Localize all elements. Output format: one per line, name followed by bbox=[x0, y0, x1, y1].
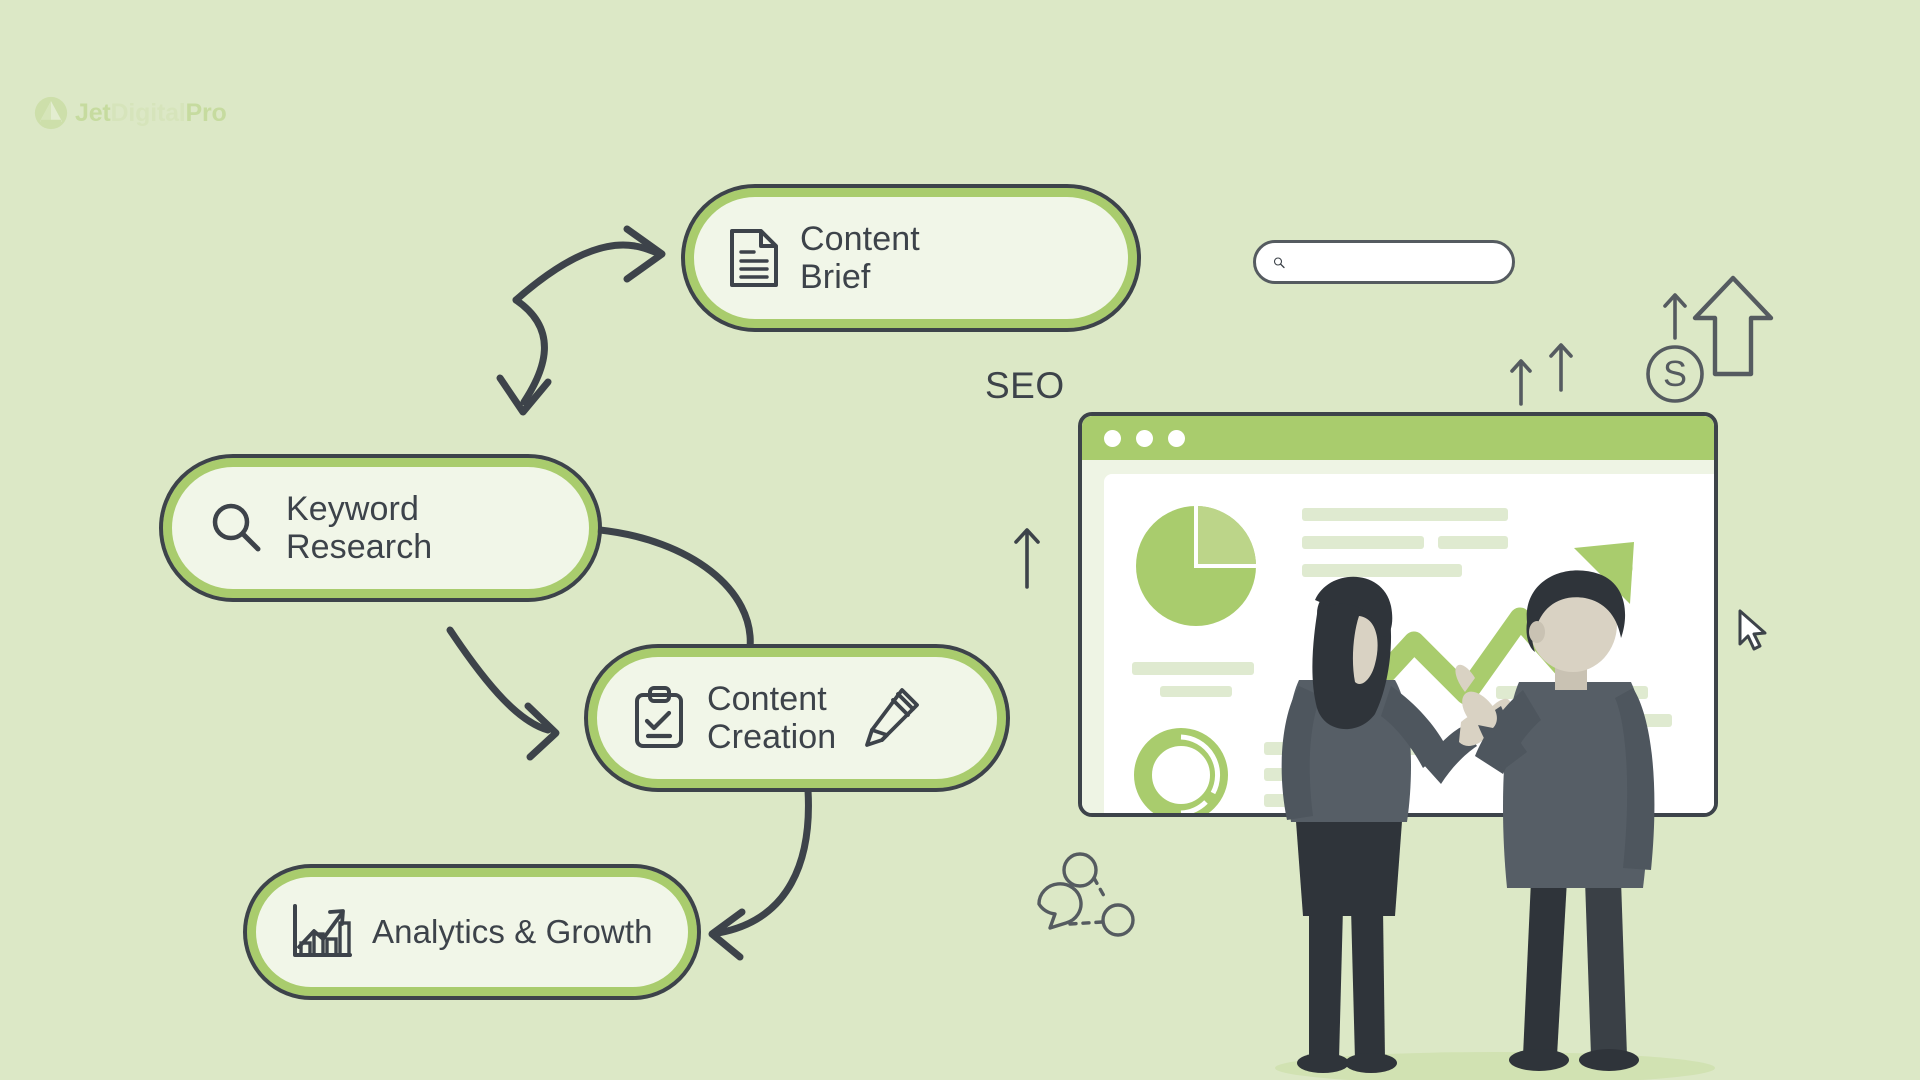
workflow-step-content-brief[interactable]: Content Brief bbox=[681, 184, 1141, 332]
mouse-cursor-icon bbox=[1738, 609, 1767, 651]
report-text-line bbox=[1160, 686, 1232, 697]
workflow-step-label: Content Brief bbox=[800, 219, 920, 296]
report-text-line bbox=[1302, 508, 1508, 521]
workflow-step-keyword-research[interactable]: Keyword Research bbox=[159, 454, 602, 602]
workflow-step-label: Content Creation bbox=[707, 679, 837, 756]
workflow-step-content-creation[interactable]: Content Creation bbox=[584, 644, 1010, 792]
report-text-line bbox=[1302, 536, 1424, 549]
connector-loop-down-head bbox=[496, 374, 552, 416]
leaf-triangle-icon bbox=[34, 96, 68, 130]
report-text-line bbox=[1132, 662, 1254, 675]
brand-logo-pro: Pro bbox=[185, 98, 227, 127]
connector-keyword-right-curve bbox=[596, 526, 754, 652]
clipboard-check-icon bbox=[635, 686, 683, 748]
connector-loop-down-tail bbox=[512, 296, 548, 406]
search-bar[interactable] bbox=[1253, 240, 1515, 284]
chat-bubble-network-icon bbox=[1037, 852, 1135, 937]
woman-presenter-figure bbox=[1281, 576, 1511, 1073]
man-presenter-figure bbox=[1455, 570, 1655, 1071]
window-dot-close[interactable] bbox=[1104, 429, 1121, 447]
connector-keyword-to-brief-head bbox=[623, 225, 666, 283]
workflow-step-label: Analytics & Growth bbox=[372, 912, 653, 950]
connector-creation-to-growth-tail bbox=[714, 786, 812, 937]
arrow-up-outline-icon bbox=[1692, 275, 1774, 377]
magnifier-icon bbox=[212, 503, 261, 552]
search-icon bbox=[1273, 256, 1285, 268]
seo-label: SEO bbox=[985, 365, 1065, 406]
window-dot-maximize[interactable] bbox=[1168, 429, 1185, 447]
dollar-circle-icon: S bbox=[1646, 293, 1704, 403]
arrow-up-icon bbox=[1014, 528, 1040, 589]
pencil-icon bbox=[865, 688, 920, 747]
browser-title-bar bbox=[1082, 416, 1714, 460]
workflow-step-label: Keyword Research bbox=[286, 489, 433, 566]
connector-keyword-to-creation-head bbox=[524, 702, 560, 761]
brand-logo-jet: Jet bbox=[75, 98, 111, 127]
conversion-donut-chart bbox=[1134, 728, 1228, 813]
connector-creation-to-growth-head bbox=[708, 908, 746, 961]
workflow-step-analytics-growth[interactable]: Analytics & Growth bbox=[243, 864, 701, 1000]
people-group bbox=[1275, 570, 1715, 1080]
brand-logo: JetDigitalPro bbox=[34, 96, 227, 130]
brand-logo-digital: Digital bbox=[110, 98, 186, 127]
document-lines-icon bbox=[730, 229, 778, 287]
bar-chart-growth-icon bbox=[293, 904, 352, 957]
search-input[interactable] bbox=[1285, 253, 1512, 271]
small-up-arrows-group bbox=[1510, 343, 1573, 406]
traffic-pie-chart bbox=[1136, 506, 1256, 626]
report-text-line bbox=[1438, 536, 1508, 549]
report-text-line bbox=[1302, 564, 1462, 577]
connector-keyword-to-creation-tail bbox=[446, 626, 552, 734]
currency-symbol: S bbox=[1663, 353, 1687, 394]
connector-keyword-to-brief-tail bbox=[512, 241, 659, 304]
window-dot-minimize[interactable] bbox=[1136, 429, 1153, 447]
brand-logo-text: JetDigitalPro bbox=[75, 98, 227, 127]
